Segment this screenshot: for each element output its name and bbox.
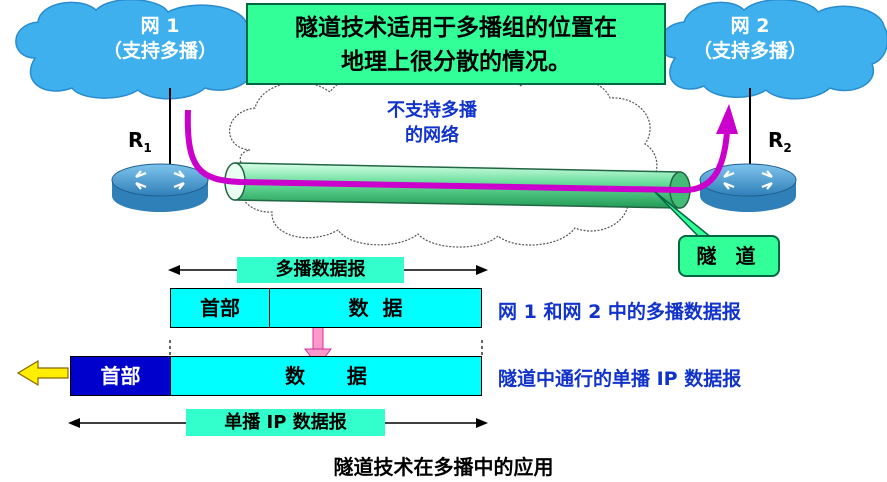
multicast-header-cell: 首部 [170,288,270,328]
router2 [699,163,797,212]
multicast-datagram-label: 多播数据报 [237,257,404,283]
unicast-data-cell: 数 据 [170,356,482,396]
note-line-2: 地理上很分散的情况。 [341,49,571,75]
network2-support: （支持多播） [692,40,807,62]
multicast-path [184,104,738,194]
router1-label-sub: 1 [143,141,152,155]
non-multicast-line-2: 的网络 [405,125,459,146]
router2-label: R2 [768,128,792,155]
non-multicast-cloud [229,69,658,248]
network1-label: 网 1 （支持多播） [85,14,235,64]
scenario-note: 隧道技术适用于多播组的位置在 地理上很分散的情况。 [246,3,666,85]
non-multicast-label: 不支持多播 的网络 [372,98,492,148]
tunnel-callout: 隧 道 [678,235,780,277]
router2-label-sub: 2 [783,141,792,155]
multicast-description: 网 1 和网 2 中的多播数据报 [498,301,741,323]
unicast-header-cell: 首部 [70,356,171,396]
router1 [111,163,209,212]
note-line-1: 隧道技术适用于多播组的位置在 [295,15,617,41]
network1-support: （支持多播） [102,40,217,62]
unicast-description: 隧道中通行的单播 IP 数据报 [498,368,742,390]
send-left-arrow-icon [16,359,69,387]
router2-arrows-icon [723,170,773,190]
non-multicast-line-1: 不支持多播 [387,100,477,121]
multicast-data-cell: 数 据 [269,288,482,328]
router1-label: R1 [128,128,152,155]
unicast-datagram-label: 单播 IP 数据报 [186,409,385,436]
network2-label: 网 2 （支持多播） [675,14,825,64]
figure-caption: 隧道技术在多播中的应用 [333,455,554,479]
network2-cloud [659,0,887,100]
router1-label-main: R [128,128,144,152]
network1-name: 网 1 [140,15,180,37]
router2-label-main: R [768,128,784,152]
router1-arrows-icon [135,170,185,190]
path-arrowhead-icon [716,104,738,134]
network2-name: 网 2 [730,15,770,37]
